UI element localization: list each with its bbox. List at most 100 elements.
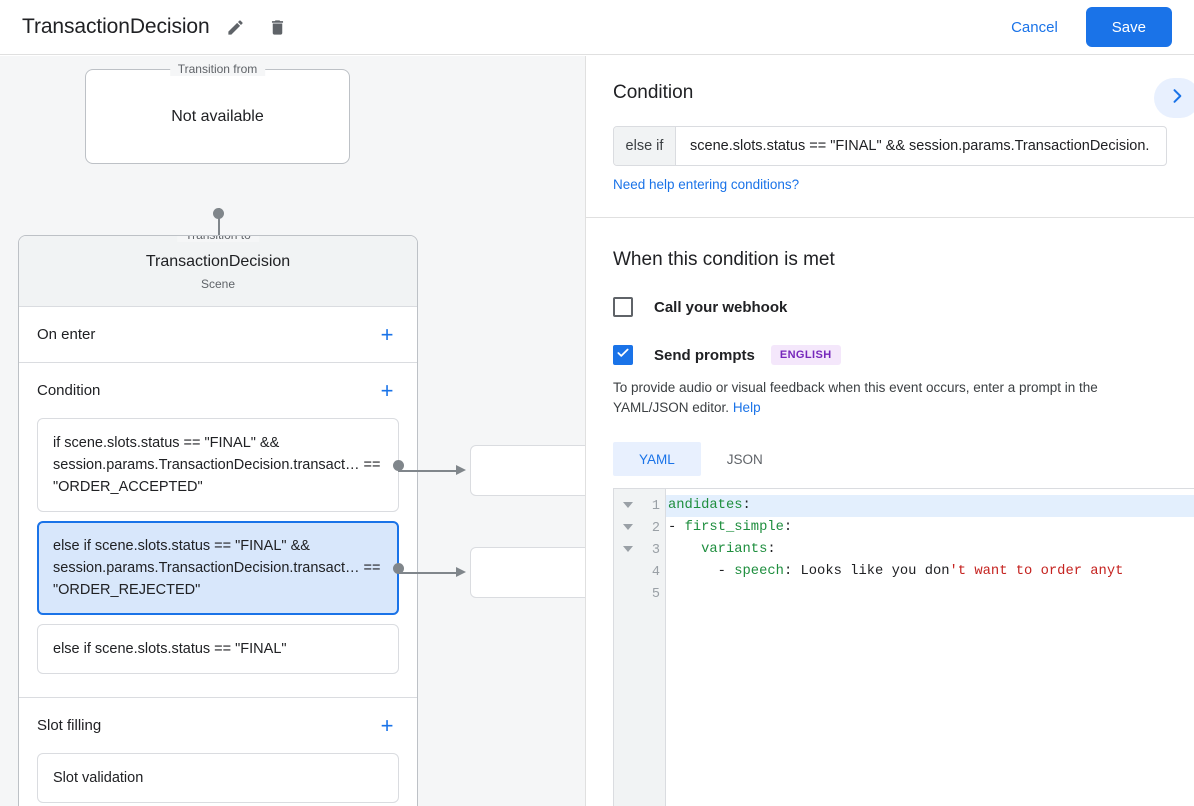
editor-code-line[interactable]: - speech: Looks like you don't want to o… [666, 561, 1194, 583]
condition-item-rejected[interactable]: else if scene.slots.status == "FINAL" &&… [37, 521, 404, 615]
scene-graph-panel: Transition from Not available Transition… [0, 56, 585, 806]
line-number-text: 5 [651, 586, 660, 602]
edit-button[interactable] [220, 11, 252, 43]
editor-line-number: 3 [614, 539, 665, 561]
save-button[interactable]: Save [1085, 7, 1172, 47]
tab-yaml[interactable]: YAML [613, 442, 701, 476]
scene-type: Scene [200, 277, 236, 291]
section-slot-filling-head: Slot filling + [37, 698, 399, 753]
panel-divider [586, 217, 1194, 218]
connector-arrow-rejected-icon [456, 567, 466, 577]
webhook-row[interactable]: Call your webhook [613, 297, 1167, 317]
code-token: : [767, 542, 776, 557]
condition-input-row[interactable]: else if scene.slots.status == "FINAL" &&… [613, 126, 1167, 166]
condition-panel-title: Condition [613, 82, 694, 103]
when-condition-met-section: When this condition is met Call your web… [586, 249, 1194, 476]
transition-from-value: Not available [171, 107, 264, 125]
section-on-enter: On enter + [19, 307, 417, 363]
slot-validation-text: Slot validation [53, 770, 144, 786]
line-number-text: 2 [651, 520, 660, 536]
condition-section-header: Condition [613, 56, 1167, 104]
target-box-accepted[interactable] [470, 445, 585, 496]
chevron-right-icon [1167, 86, 1187, 111]
section-slot-filling-title: Slot filling [37, 717, 102, 734]
editor-format-tabs: YAML JSON [613, 442, 1167, 476]
connector-arrow-accepted-icon [456, 465, 466, 475]
condition-item-text: else if scene.slots.status == "FINAL" &&… [53, 538, 381, 598]
checkmark-icon [616, 346, 630, 365]
line-number-text: 1 [651, 498, 660, 514]
transition-from-card[interactable]: Transition from Not available [85, 62, 350, 164]
fold-arrow-icon[interactable] [623, 502, 633, 508]
editor-line-number: 1 [614, 495, 665, 517]
code-token: speech [734, 564, 784, 579]
scene-name: TransactionDecision [145, 253, 291, 270]
code-token: - [668, 520, 685, 535]
code-token: : [742, 498, 751, 513]
scene-header[interactable]: Transition to TransactionDecision Scene [19, 236, 417, 307]
condition-section: Condition else if scene.slots.status == … [586, 56, 1194, 194]
call-webhook-checkbox[interactable] [613, 297, 633, 317]
add-on-enter-button[interactable]: + [380, 321, 394, 347]
trash-icon [268, 18, 287, 37]
code-token: : Looks like you don [783, 564, 950, 579]
connector-line-accepted [398, 470, 458, 472]
language-badge: ENGLISH [770, 345, 841, 365]
code-token: - [668, 564, 735, 579]
condition-anchor-dot-icon [392, 562, 404, 574]
condition-item-accepted[interactable]: if scene.slots.status == "FINAL" && sess… [37, 418, 404, 512]
editor-code-line[interactable]: - first_simple: [666, 517, 1194, 539]
pencil-icon [226, 18, 245, 37]
condition-help-link[interactable]: Need help entering conditions? [613, 177, 800, 192]
send-prompts-row[interactable]: Send prompts ENGLISH [613, 345, 1167, 365]
send-prompts-checkbox[interactable] [613, 345, 633, 365]
send-prompts-label: Send prompts [654, 346, 755, 364]
fold-arrow-icon[interactable] [623, 546, 633, 552]
condition-anchor-dot-icon [392, 459, 404, 471]
editor-gutter: 1 2 3 4 5 [614, 489, 666, 806]
section-on-enter-head: On enter + [37, 307, 399, 362]
collapse-panel-button[interactable] [1154, 78, 1194, 118]
editor-code-line[interactable] [666, 583, 1194, 605]
prompt-help-link[interactable]: Help [732, 400, 761, 415]
code-token: first_simple [684, 520, 784, 535]
code-token: : [783, 520, 793, 535]
transition-from-legend: Transition from [169, 62, 266, 76]
page-title: TransactionDecision [22, 15, 210, 38]
add-condition-button[interactable]: + [380, 377, 394, 403]
section-slot-filling: Slot filling + Slot validation [19, 698, 417, 806]
editor-code-line[interactable]: andidates: [666, 495, 1194, 517]
condition-detail-panel: Condition else if scene.slots.status == … [585, 56, 1194, 806]
line-number-text: 3 [651, 542, 660, 558]
transition-to-card: Transition to TransactionDecision Scene … [18, 235, 418, 806]
add-slot-filling-button[interactable]: + [380, 712, 394, 738]
top-bar: TransactionDecision Cancel Save [0, 0, 1194, 55]
when-condition-met-title: When this condition is met [613, 249, 835, 270]
code-token: andidates [668, 498, 743, 513]
target-box-rejected[interactable] [470, 547, 585, 598]
cancel-button[interactable]: Cancel [997, 11, 1072, 44]
editor-line-number: 4 [614, 561, 665, 583]
code-token: variants [701, 542, 768, 557]
condition-expression-input[interactable]: scene.slots.status == "FINAL" && session… [690, 138, 1150, 154]
line-number-text: 4 [651, 564, 660, 580]
prompt-help-sentence: To provide audio or visual feedback when… [613, 380, 1098, 415]
condition-item-text: else if scene.slots.status == "FINAL" [53, 641, 287, 657]
editor-code-line[interactable]: variants: [666, 539, 1194, 561]
slot-validation-item[interactable]: Slot validation [37, 753, 399, 803]
connector-line-rejected [398, 572, 458, 574]
condition-item-text: if scene.slots.status == "FINAL" && sess… [53, 435, 381, 495]
code-token [668, 542, 701, 557]
fold-arrow-icon[interactable] [623, 524, 633, 530]
code-token: 't want to order anyt [949, 564, 1124, 579]
section-condition: Condition + if scene.slots.status == "FI… [19, 363, 417, 698]
section-condition-title: Condition [37, 382, 101, 399]
editor-line-number: 5 [614, 583, 665, 605]
tab-json[interactable]: JSON [726, 451, 763, 467]
delete-button[interactable] [262, 11, 294, 43]
condition-item-final[interactable]: else if scene.slots.status == "FINAL" [37, 624, 399, 674]
prompt-help-text: To provide audio or visual feedback when… [613, 378, 1167, 418]
editor-code-area[interactable]: andidates:- first_simple: variants: - sp… [666, 489, 1194, 806]
